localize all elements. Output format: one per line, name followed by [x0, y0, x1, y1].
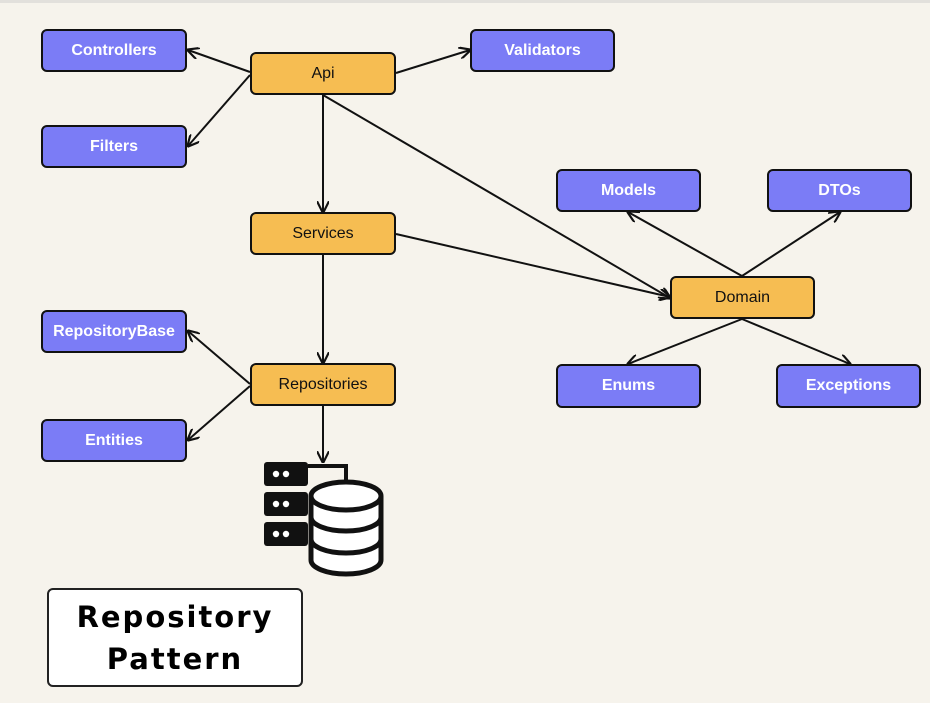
edge-api-domain [322, 94, 670, 298]
title-line-1: Repository [76, 599, 274, 634]
edge-repositories-entities [188, 385, 251, 440]
node-repositories: Repositories [250, 363, 396, 406]
diagram-title-box: Repository Pattern [47, 588, 303, 687]
node-enums: Enums [556, 364, 701, 408]
edge-api-controllers [188, 50, 251, 73]
node-entities: Entities [41, 419, 187, 462]
node-models: Models [556, 169, 701, 212]
node-validators: Validators [470, 29, 615, 72]
node-filters: Filters [41, 125, 187, 168]
edge-domain-exceptions [741, 318, 850, 364]
edge-domain-models [628, 212, 743, 277]
node-api: Api [250, 52, 396, 95]
node-domain: Domain [670, 276, 815, 319]
top-border-strip [0, 0, 930, 3]
edge-repositories-repositorybase [188, 331, 251, 385]
node-exceptions: Exceptions [776, 364, 921, 408]
edge-api-validators [395, 50, 470, 74]
database-server-icon [264, 462, 384, 577]
edge-domain-enums [628, 318, 743, 364]
node-controllers: Controllers [41, 29, 187, 72]
title-line-2: Pattern [106, 641, 244, 676]
edge-services-domain [395, 233, 670, 297]
edge-domain-dtos [741, 212, 840, 277]
node-dtos: DTOs [767, 169, 912, 212]
node-repositorybase: RepositoryBase [41, 310, 187, 353]
edge-api-filters [188, 74, 251, 146]
node-services: Services [250, 212, 396, 255]
